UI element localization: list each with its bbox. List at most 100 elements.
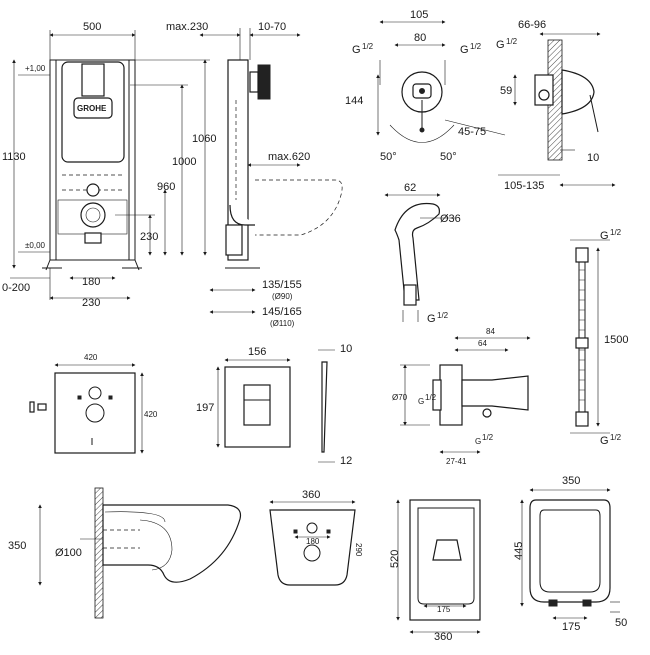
diameter-90: (Ø90) (272, 292, 293, 301)
shower-hose-drawing: G 1/2 1500 G 1/2 (570, 228, 628, 447)
holder-thread-bottom: G (475, 437, 481, 446)
seat-outline (529, 499, 611, 603)
bowl-plan-height-520: 520 (389, 550, 401, 568)
height-1060-dim: 1060 (192, 133, 216, 145)
holder-body (461, 375, 529, 411)
seat-height-445: 445 (513, 542, 525, 560)
mixer-depth-66-96: 66-96 (518, 19, 546, 31)
thread-fraction: 1/2 (506, 37, 518, 46)
holder-thread-side: G (418, 397, 424, 406)
angle-50-right: 50° (440, 151, 457, 163)
seat-width-175: 175 (562, 621, 580, 633)
drain-connector (80, 202, 106, 228)
wall-outlet-holder: 84 64 Ø70 G 1/2 G 1/2 27-41 (392, 327, 531, 466)
range-135-dim: 135/155 (262, 279, 302, 291)
level-zero: ±0,00 (25, 241, 46, 250)
button-height-197: 197 (196, 402, 214, 414)
button-width-156: 156 (248, 346, 266, 358)
drain-elbow (229, 204, 255, 226)
thread-fraction: 1/2 (482, 433, 494, 442)
bowl-side-diameter-100: Ø100 (55, 547, 82, 559)
flush-button-side (321, 361, 328, 453)
thread-fraction: 1/2 (425, 393, 437, 402)
seat-hinge-left (548, 599, 558, 607)
hose-nut-top (575, 247, 589, 263)
hose-body (578, 261, 586, 413)
height-1000-dim: 1000 (172, 156, 196, 168)
plate-height-420: 420 (144, 410, 158, 419)
height-230-dim: 230 (140, 231, 158, 243)
hose-thread-bottom: G (600, 435, 609, 447)
hand-shower-handle-end (403, 284, 417, 306)
flush-button-drawing: 156 197 10 12 (196, 343, 352, 467)
handshower-width-62: 62 (404, 182, 416, 194)
frame-width-dim: 500 (83, 21, 101, 33)
frame-height-dim: 1130 (2, 151, 26, 163)
holder-width-84: 84 (486, 327, 495, 336)
hose-nut-bottom (575, 411, 589, 427)
thread-fraction: 1/2 (437, 311, 449, 320)
button-depth-12: 12 (340, 455, 352, 467)
max620-dim: max.620 (268, 151, 310, 163)
diameter-110: (Ø110) (270, 319, 295, 328)
sound-insulation-plate: 420 420 (29, 353, 158, 454)
bowl-top-outline (269, 509, 356, 586)
mixer-thread-right: G (460, 44, 469, 56)
bowl-outline-dashed (255, 179, 343, 236)
mixer-side-height-59: 59 (500, 85, 512, 97)
thread-fraction: 1/2 (362, 42, 374, 51)
flush-valve (81, 63, 105, 97)
thread-fraction: 1/2 (610, 433, 622, 442)
bowl-plan-width-360: 360 (434, 631, 452, 643)
holder-rosette (439, 364, 463, 426)
drain-pipe (84, 232, 102, 244)
flush-button-key[interactable] (243, 384, 271, 426)
water-inlet (86, 183, 100, 197)
mixer-thread-left: G (352, 44, 361, 56)
bowl-top-width-360: 360 (302, 489, 320, 501)
thread-fraction: 1/2 (470, 42, 482, 51)
wall-bowl-side-view: Ø100 350 (8, 487, 242, 619)
angle-50-left: 50° (380, 151, 397, 163)
toilet-seat-drawing: 350 445 175 50 (513, 475, 627, 633)
level-plus100: +1,00 (25, 64, 46, 73)
hose-thread-top: G (600, 230, 609, 242)
holder-width-64: 64 (478, 339, 487, 348)
range-depth-dim: 10-70 (258, 21, 286, 33)
hose-length-1500: 1500 (604, 334, 628, 346)
thread-fraction: 1/2 (610, 228, 622, 237)
concealed-mixer-front-view: 105 80 G 1/2 G 1/2 144 50° 50° 45-75 (345, 9, 506, 163)
hand-shower-drawing: 62 Ø36 G 1/2 (384, 182, 461, 325)
bowl-plan-width-175: 175 (437, 605, 451, 614)
mixer-height-144: 144 (345, 95, 363, 107)
bowl-top-width-180: 180 (306, 537, 320, 546)
bowl-side-height-350: 350 (8, 540, 26, 552)
mixer-rosette-side (561, 69, 595, 115)
seat-hinge-right (582, 599, 592, 607)
handshower-thread: G (427, 313, 436, 325)
plate-outline (54, 372, 136, 454)
mixer-side-depth-10: 10 (587, 152, 599, 164)
height-960-dim: 960 (157, 181, 175, 193)
brand-plate (73, 97, 113, 119)
flush-actuator-side (257, 64, 271, 100)
bowl-side-wall (94, 487, 104, 619)
mixer-lever-side[interactable] (589, 94, 599, 133)
wall-bowl-plan-view: 175 520 360 (389, 499, 481, 643)
concealed-mixer-side-view: 66-96 G 1/2 59 10 105-135 (496, 19, 616, 192)
frame-outline (49, 59, 136, 261)
plate-width-420: 420 (84, 353, 98, 362)
offset-dim: 0-200 (2, 282, 30, 294)
installation-frame-side-view: max.230 10-70 max.620 135/155 (Ø90) 145/… (166, 21, 343, 328)
width-180-dim: 180 (82, 276, 100, 288)
seat-width-350: 350 (562, 475, 580, 487)
width-230-dim: 230 (82, 297, 100, 309)
mixer-range-105-135: 105-135 (504, 180, 544, 192)
handshower-diameter-36: Ø36 (440, 213, 461, 225)
mixer-width-105: 105 (410, 9, 428, 21)
max-depth-dim: max.230 (166, 21, 208, 33)
bowl-top-height-290: 290 (354, 543, 363, 557)
range-45-75: 45-75 (458, 126, 486, 138)
